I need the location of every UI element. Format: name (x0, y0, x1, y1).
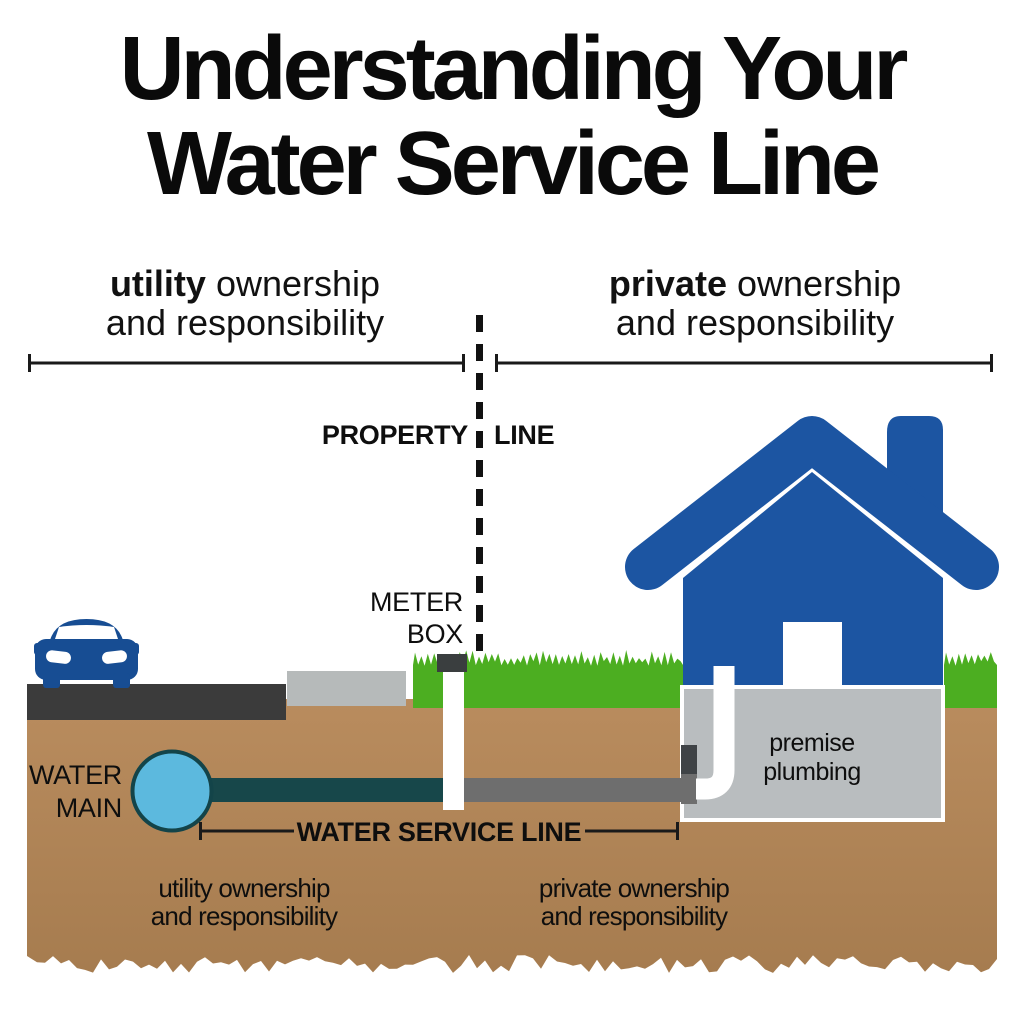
water-service-line-label: WATER SERVICE LINE (297, 817, 582, 847)
water-service-line-bracket (199, 822, 679, 840)
water-main-label-line1: WATER (29, 760, 122, 790)
property-line-label-right: LINE (494, 420, 554, 450)
pipe-end-fitting (681, 774, 697, 804)
private-ownership-line2: and responsibility (615, 302, 895, 343)
premise-plumbing-label-line1: premise (769, 729, 854, 757)
door (783, 622, 842, 687)
roof (625, 416, 999, 590)
private-extent-bracket (495, 354, 993, 372)
meter-box-label-line2: BOX (407, 619, 463, 649)
utility-bottom-label-line1: utility ownership (158, 873, 330, 903)
grass-left (413, 650, 683, 708)
sidewalk-curb (287, 671, 406, 706)
interior-riser-pipe (696, 666, 735, 800)
utility-ownership-line1: utility ownership (109, 263, 381, 304)
meter-box-label-line1: METER (370, 587, 463, 617)
premise-plumbing-label-line2: plumbing (763, 758, 860, 786)
private-bottom-label-line1: private ownership (539, 873, 730, 903)
meter-cap (437, 654, 467, 672)
grass-right (944, 652, 997, 708)
utility-bottom-label-line2: and responsibility (151, 901, 338, 931)
house-icon (621, 416, 1003, 687)
private-ownership-line1: private ownership (608, 263, 902, 304)
page-title: Understanding Your Water Service Line (0, 22, 1024, 212)
water-main-icon (130, 749, 214, 833)
street-road (27, 684, 286, 720)
meter-riser (443, 668, 464, 810)
meter-box-icon (437, 654, 467, 810)
car-icon (34, 619, 139, 688)
private-bottom-label-line2: and responsibility (541, 901, 728, 931)
utility-ownership-line2: and responsibility (105, 302, 385, 343)
utility-ownership-label: utility ownership and responsibility (106, 264, 384, 342)
property-line-label-left: PROPERTY (322, 420, 468, 450)
shutoff-connector (681, 745, 697, 774)
utility-extent-bracket (28, 354, 465, 372)
title-line-1: Understanding Your (119, 19, 909, 119)
service-pipe-private (464, 778, 697, 802)
title-line-2: Water Service Line (146, 114, 881, 214)
water-main-label-line2: MAIN (56, 793, 122, 823)
house-body (683, 472, 943, 687)
private-ownership-label: private ownership and responsibility (609, 264, 901, 342)
service-pipe-utility (190, 778, 443, 802)
